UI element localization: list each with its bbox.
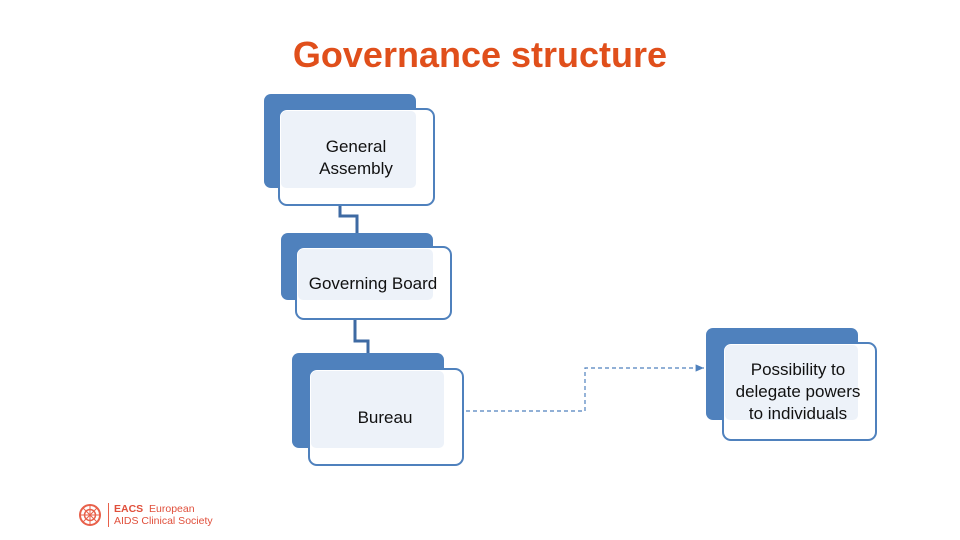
node-governing-board: Governing Board — [281, 233, 452, 320]
dashed-arrow-bureau-delegate — [466, 364, 704, 412]
eacs-emblem-icon — [79, 504, 101, 526]
node-label: to individuals — [749, 404, 847, 423]
node-label: Governing Board — [309, 274, 438, 293]
node-bureau: Bureau — [292, 353, 464, 466]
node-label: General — [326, 137, 386, 156]
connector-assembly-board — [338, 206, 359, 233]
node-label: Assembly — [319, 159, 393, 178]
connector-board-bureau — [353, 320, 370, 353]
node-general-assembly: General Assembly — [264, 94, 435, 206]
node-delegate-powers: Possibility to delegate powers to indivi… — [706, 328, 877, 441]
node-label: Bureau — [358, 408, 413, 427]
node-label: delegate powers — [736, 382, 861, 401]
eacs-logo: EACS European AIDS Clinical Society — [78, 503, 213, 527]
logo-line1: European — [149, 503, 195, 515]
logo-line2: AIDS Clinical Society — [114, 515, 213, 527]
node-label: Possibility to — [751, 360, 845, 379]
slide-title: Governance structure — [292, 34, 668, 75]
logo-text: EACS European AIDS Clinical Society — [108, 503, 213, 527]
logo-abbr: EACS — [114, 503, 144, 515]
